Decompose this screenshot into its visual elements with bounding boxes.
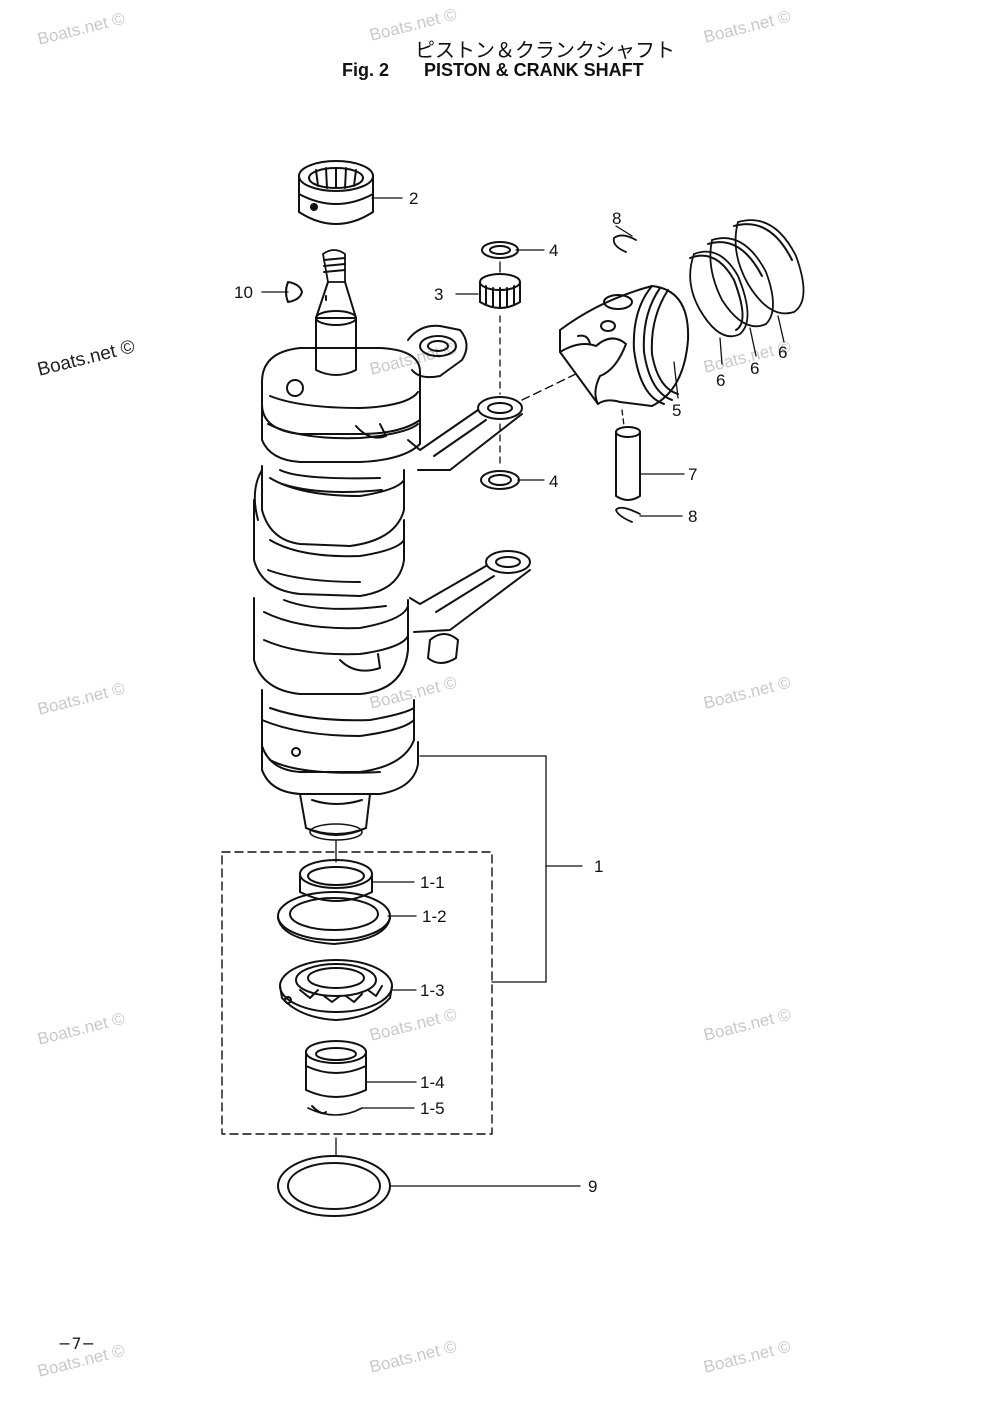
callout-labels: 2 4 3 10 4 8 8 7 5 6 6 6 1 1-1 1-2 1-3 1… xyxy=(234,189,787,1196)
connecting-rod-lower xyxy=(409,550,531,633)
part-1-5-clip xyxy=(307,1105,363,1116)
callout-1: 1 xyxy=(594,857,603,876)
part-2-needle-bearing xyxy=(298,160,374,225)
part-6-piston-rings xyxy=(689,219,805,338)
title-japanese: ピストン＆クランクシャフト xyxy=(415,38,675,62)
callout-3: 3 xyxy=(434,285,443,304)
callout-6-a: 6 xyxy=(716,371,725,390)
callout-8-upper: 8 xyxy=(612,209,621,228)
callout-1-1: 1-1 xyxy=(420,873,445,892)
part-9-washer xyxy=(277,1155,391,1217)
callout-7: 7 xyxy=(688,465,697,484)
part-5-piston xyxy=(559,285,690,407)
title-english: PISTON & CRANK SHAFT xyxy=(424,60,644,80)
callout-5: 5 xyxy=(672,401,681,420)
part-1-crankshaft xyxy=(253,249,468,841)
callout-10: 10 xyxy=(234,283,253,302)
figure-label: Fig. 2 xyxy=(342,60,390,80)
part-1-2-seal xyxy=(277,891,391,945)
leader-lines xyxy=(261,197,785,1187)
callout-4-lower: 4 xyxy=(549,472,558,491)
callout-2: 2 xyxy=(409,189,418,208)
connecting-rod-upper xyxy=(407,371,581,471)
callout-8-lower: 8 xyxy=(688,507,697,526)
sub-assembly-1-box xyxy=(221,851,493,1135)
part-7-piston-pin xyxy=(615,426,641,501)
part-1-4-sleeve xyxy=(305,1040,367,1098)
callout-1-2: 1-2 xyxy=(422,907,447,926)
part-4-washer-upper xyxy=(481,241,519,259)
callout-4-upper: 4 xyxy=(549,241,558,260)
part-3-needle-bearing xyxy=(479,273,521,309)
page-number: −7− xyxy=(58,1334,95,1353)
part-8-circlip-lower xyxy=(615,506,641,523)
callout-1-5: 1-5 xyxy=(420,1099,445,1118)
callout-1-4: 1-4 xyxy=(420,1073,445,1092)
part-4-washer-lower xyxy=(480,470,520,490)
part-8-circlip-upper xyxy=(612,234,637,253)
callout-9: 9 xyxy=(588,1177,597,1196)
part-1-3-ball-bearing xyxy=(279,959,393,1021)
callout-6-c: 6 xyxy=(778,343,787,362)
callout-1-3: 1-3 xyxy=(420,981,445,1000)
callout-6-b: 6 xyxy=(750,359,759,378)
